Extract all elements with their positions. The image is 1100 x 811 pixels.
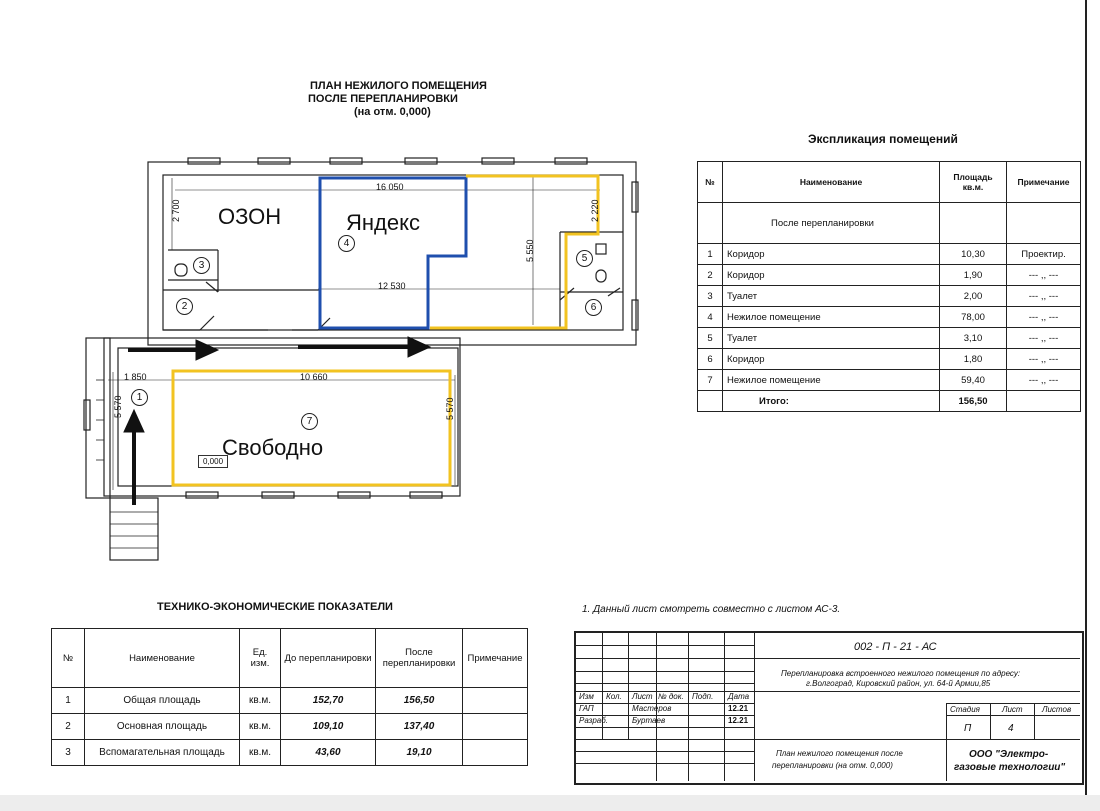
dim-2220: 2 220 xyxy=(590,199,600,222)
dim-16050: 16 050 xyxy=(376,182,404,192)
level-mark: 0,000 xyxy=(198,455,229,468)
yandex-yellow-extension xyxy=(430,174,600,330)
dim-1850: 1 850 xyxy=(124,372,147,382)
explication-table: № Наименование Площадь кв.м. Примечание … xyxy=(697,161,1081,412)
stage-value: П xyxy=(964,723,972,734)
free-room-outline xyxy=(171,369,452,487)
lower-block-outline xyxy=(103,337,461,497)
explication-title: Экспликация помещений xyxy=(808,132,958,146)
dim-5570-left: 5 570 xyxy=(113,395,123,418)
dim-2700: 2 700 xyxy=(171,199,181,222)
org-line-1: ООО "Электро- xyxy=(969,749,1049,760)
arrow-right-2 xyxy=(407,336,432,358)
org-line-2: газовые технологии" xyxy=(954,762,1066,773)
desc-line-2: перепланировки (на отм. 0,000) xyxy=(772,761,893,770)
room-number-4: 4 xyxy=(338,235,355,252)
arrow-up xyxy=(123,408,145,433)
arrow-right-1 xyxy=(195,339,220,361)
total-row: Итого: 156,50 xyxy=(697,390,1081,412)
room-number-2: 2 xyxy=(176,298,193,315)
title-block: 002 - П - 21 - АС Перепланировка встроен… xyxy=(574,631,1084,785)
total-area: 156,50 xyxy=(939,390,1007,412)
label-free: Свободно xyxy=(222,435,324,460)
address-line-1: Перепланировка встроенного нежилого поме… xyxy=(781,669,1021,678)
plan-title: ПЛАН НЕЖИЛОГО ПОМЕЩЕНИЯ ПОСЛЕ ПЕРЕПЛАНИР… xyxy=(308,80,487,118)
dim-10660: 10 660 xyxy=(300,372,328,382)
dim-5570-right: 5 570 xyxy=(445,397,455,420)
label-ozon: ОЗОН xyxy=(218,204,282,229)
floor-plan xyxy=(83,157,639,561)
room-number-7: 7 xyxy=(301,413,318,430)
frame-border xyxy=(1085,0,1087,795)
room-number-3: 3 xyxy=(193,257,210,274)
sheet-value: 4 xyxy=(1008,723,1014,734)
doc-code: 002 - П - 21 - АС xyxy=(854,641,937,653)
tep-table: № Наименование Ед. изм. До перепланировк… xyxy=(51,628,528,766)
room-number-6: 6 xyxy=(585,299,602,316)
entrance-steps xyxy=(109,497,159,561)
sheet-note: 1. Данный лист смотреть совместно с лист… xyxy=(582,604,841,615)
dim-12530: 12 530 xyxy=(378,281,406,291)
label-yandex: Яндекс xyxy=(346,210,420,235)
dim-5550: 5 550 xyxy=(525,239,535,262)
explication-section: После перепланировки xyxy=(722,202,940,244)
desc-line-1: План нежилого помещения после xyxy=(776,749,903,758)
room-number-5: 5 xyxy=(576,250,593,267)
tep-title: ТЕХНИКО-ЭКОНОМИЧЕСКИЕ ПОКАЗАТЕЛИ xyxy=(157,601,393,613)
address-line-2: г.Волгоград, Кировский район, ул. 64-й А… xyxy=(806,679,991,688)
room-number-1: 1 xyxy=(131,389,148,406)
yandex-outline xyxy=(318,176,468,330)
